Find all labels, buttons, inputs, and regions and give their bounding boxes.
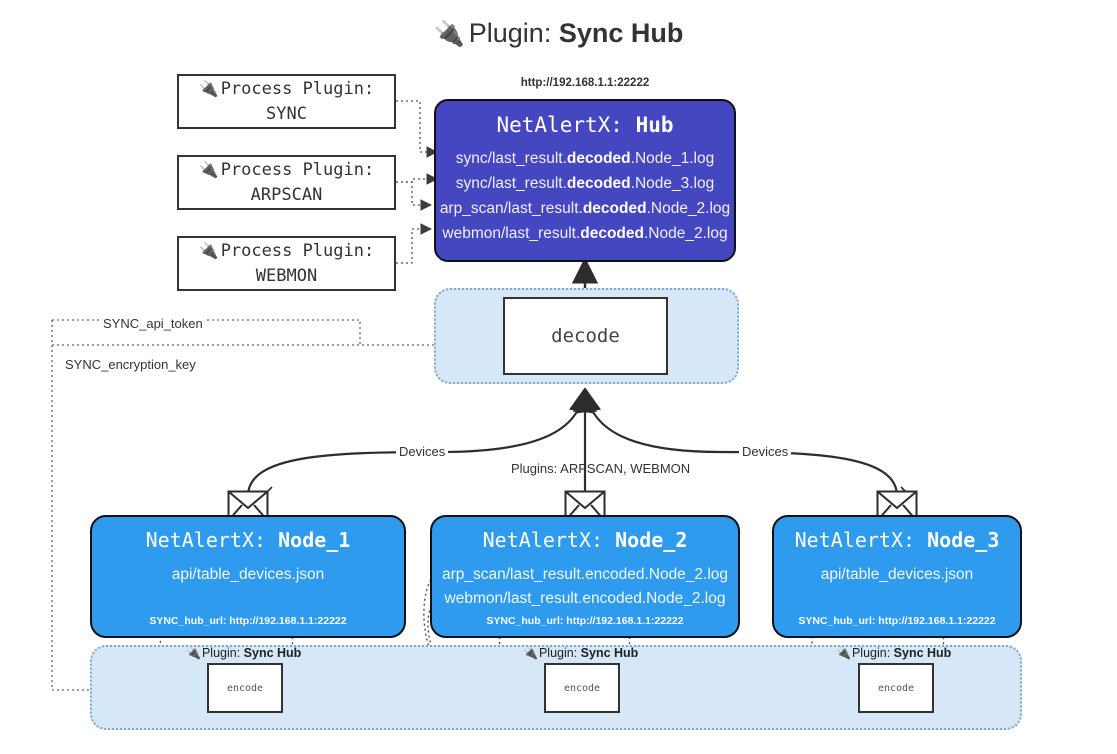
hub-log-line: sync/last_result.decoded.Node_1.log <box>455 150 715 167</box>
process-plugin-heading: 🔌Process Plugin: <box>198 240 375 261</box>
page-title: 🔌Plugin: Sync Hub <box>0 18 1117 49</box>
hub-log-line: webmon/last_result.decoded.Node_2.log <box>442 225 728 243</box>
process-plugin-box-webmon[interactable]: 🔌Process Plugin: WEBMON <box>177 236 396 291</box>
node-box-node-2[interactable]: NetAlertX: Node_2 arp_scan/last_result.e… <box>430 515 740 638</box>
edge-label-devices-left: Devices <box>396 444 449 459</box>
decode-box[interactable]: decode <box>503 297 668 375</box>
node-line: api/table_devices.json <box>820 566 974 583</box>
node-title: NetAlertX: Node_1 <box>145 528 351 552</box>
hub-log-line: arp_scan/last_result.decoded.Node_2.log <box>439 200 731 218</box>
plug-icon: 🔌 <box>198 240 219 260</box>
process-plugin-box-sync[interactable]: 🔌Process Plugin: SYNC <box>177 74 396 129</box>
node-title: NetAlertX: Node_2 <box>482 528 688 552</box>
plug-icon: 🔌 <box>186 646 201 660</box>
node-line: webmon/last_result.encoded.Node_2.log <box>444 590 726 607</box>
plug-icon: 🔌 <box>198 78 219 98</box>
encode-box-node-2[interactable]: encode <box>544 663 620 713</box>
node-footer: SYNC_hub_url: http://192.168.1.1:22222 <box>149 615 347 627</box>
process-plugin-heading: 🔌Process Plugin: <box>198 78 375 99</box>
hub-box[interactable]: NetAlertX: Hub sync/last_result.decoded.… <box>434 99 736 262</box>
process-plugin-name: SYNC <box>266 103 307 124</box>
edge-label-devices-right: Devices <box>739 444 792 459</box>
encoder-plugin-label: 🔌Plugin: Sync Hub <box>186 646 302 660</box>
edge-label-sync-encryption-key: SYNC_encryption_key <box>62 357 199 372</box>
plug-icon: 🔌 <box>836 646 851 660</box>
encoder-plugin-label: 🔌Plugin: Sync Hub <box>836 646 952 660</box>
edge-label-plugins-center: Plugins: ARPSCAN, WEBMON <box>511 461 691 476</box>
hub-log-line: sync/last_result.decoded.Node_3.log <box>455 175 715 193</box>
page-title-prefix: Plugin: <box>468 18 552 48</box>
plug-icon: 🔌 <box>198 159 219 179</box>
process-plugin-name: WEBMON <box>255 265 318 286</box>
encode-box-node-3[interactable]: encode <box>858 663 934 713</box>
process-plugin-name: ARPSCAN <box>250 184 323 205</box>
hub-url-label: http://192.168.1.1:22222 <box>520 77 650 89</box>
node-box-node-3[interactable]: NetAlertX: Node_3 api/table_devices.json… <box>772 515 1022 638</box>
encoder-plugin-label: 🔌Plugin: Sync Hub <box>523 646 639 660</box>
page-title-name: Sync Hub <box>558 18 684 48</box>
node-box-node-1[interactable]: NetAlertX: Node_1 api/table_devices.json… <box>90 515 406 638</box>
node-line: arp_scan/last_result.encoded.Node_2.log <box>441 566 729 583</box>
plug-icon: 🔌 <box>523 646 538 660</box>
node-line: api/table_devices.json <box>171 566 325 583</box>
process-plugin-box-arpscan[interactable]: 🔌Process Plugin: ARPSCAN <box>177 155 396 210</box>
node-footer: SYNC_hub_url: http://192.168.1.1:22222 <box>486 615 684 627</box>
hub-title: NetAlertX: Hub <box>496 113 674 137</box>
node-title: NetAlertX: Node_3 <box>794 528 1000 552</box>
edge-label-sync-api-token: SYNC_api_token <box>100 316 206 331</box>
process-plugin-heading: 🔌Process Plugin: <box>198 159 375 180</box>
plug-icon: 🔌 <box>433 20 465 48</box>
encode-box-node-1[interactable]: encode <box>207 663 283 713</box>
node-footer: SYNC_hub_url: http://192.168.1.1:22222 <box>798 615 996 627</box>
